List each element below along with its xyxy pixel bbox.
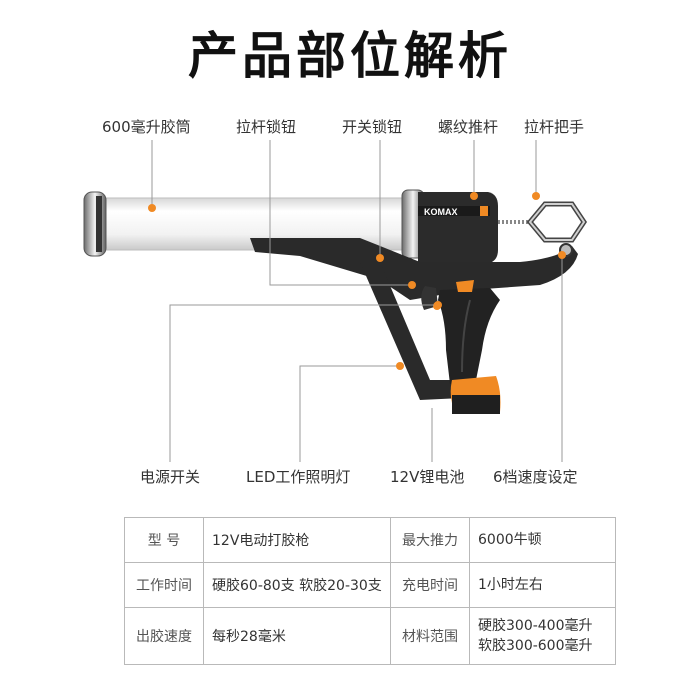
spec-value-line: 软胶300-600毫升 — [478, 638, 593, 654]
brand-logo: KOMAX — [424, 207, 458, 217]
spec-value: 1小时左右 — [469, 562, 616, 608]
label-power-switch: 电源开关 — [140, 468, 201, 486]
spec-value: 6000牛顿 — [469, 517, 616, 563]
spec-value: 每秒28毫米 — [203, 607, 391, 665]
label-rod-lock: 拉杆锁钮 — [236, 118, 297, 136]
motor-housing — [418, 192, 498, 264]
label-rod-handle: 拉杆把手 — [524, 118, 585, 136]
table-row: 工作时间 硬胶60-80支 软胶20-30支 充电时间 1小时左右 — [124, 562, 616, 608]
label-led: LED工作照明灯 — [246, 468, 351, 486]
label-speed: 6档速度设定 — [493, 468, 578, 486]
spec-key: 材料范围 — [390, 607, 470, 665]
spec-table: 型 号 12V电动打胶枪 最大推力 6000牛顿 工作时间 硬胶60-80支 软… — [124, 517, 616, 665]
switch-lock-button — [456, 280, 474, 292]
spec-key: 工作时间 — [124, 562, 204, 608]
label-battery: 12V锂电池 — [390, 468, 465, 486]
spec-value: 硬胶60-80支 软胶20-30支 — [203, 562, 391, 608]
spec-key: 充电时间 — [390, 562, 470, 608]
spec-key: 出胶速度 — [124, 607, 204, 665]
spec-value-multi: 硬胶300-400毫升 软胶300-600毫升 — [469, 607, 616, 665]
table-row: 型 号 12V电动打胶枪 最大推力 6000牛顿 — [124, 517, 616, 563]
gun-frame — [250, 238, 578, 300]
grip — [438, 288, 500, 384]
front-cap — [83, 191, 107, 257]
label-cartridge: 600毫升胶筒 — [102, 118, 191, 136]
label-switch-lock: 开关锁钮 — [342, 118, 403, 136]
spec-key: 型 号 — [124, 517, 204, 563]
table-row: 出胶速度 每秒28毫米 材料范围 硬胶300-400毫升 软胶300-600毫升 — [124, 607, 616, 665]
label-screw-rod: 螺纹推杆 — [438, 118, 499, 136]
spec-key: 最大推力 — [390, 517, 470, 563]
spec-value-line: 硬胶300-400毫升 — [478, 618, 593, 634]
trigger-frame — [360, 262, 462, 400]
spec-value: 12V电动打胶枪 — [203, 517, 391, 563]
page-title: 产品部位解析 — [188, 27, 512, 85]
